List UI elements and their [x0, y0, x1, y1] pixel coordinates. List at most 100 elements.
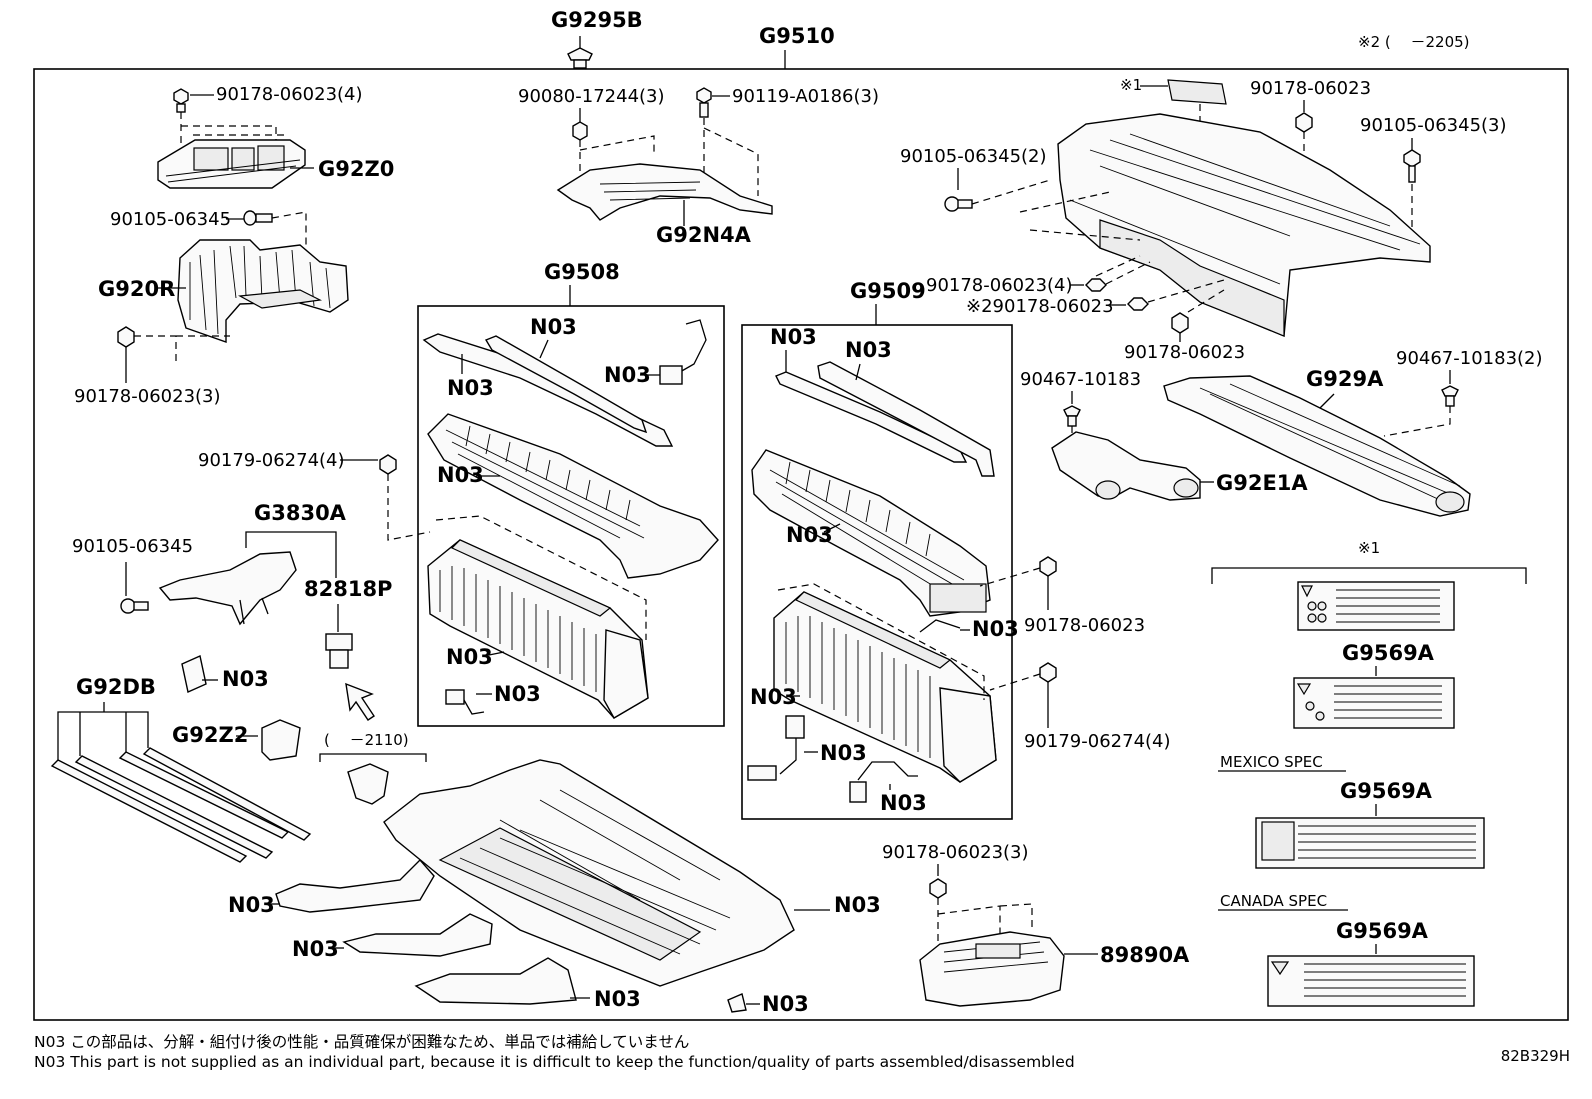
label-g9569a[interactable]: G9569A	[1336, 919, 1429, 943]
nut-icon	[572, 121, 588, 141]
g9295b-clip-icon	[567, 36, 593, 69]
label-n03[interactable]: N03	[770, 325, 817, 349]
label-g920r[interactable]: G920R	[98, 277, 175, 301]
label-n03[interactable]: N03	[820, 741, 867, 765]
g929a-duct	[1163, 375, 1471, 517]
label-82818p[interactable]: 82818P	[304, 577, 392, 601]
n03-bracket-1	[275, 858, 435, 913]
bolt-icon	[696, 87, 712, 118]
label-g3830a[interactable]: G3830A	[254, 501, 347, 525]
battery-module-stack	[427, 539, 649, 719]
clip-2110	[347, 763, 389, 805]
battery-upper-cover	[1057, 113, 1431, 338]
n03-clip-bottom	[727, 993, 747, 1013]
battery-holder-frame-2	[751, 449, 991, 617]
caution-label-mexico	[1255, 817, 1485, 869]
label-89890a[interactable]: 89890A	[1100, 943, 1190, 967]
n03-bracket-2	[342, 913, 493, 957]
label-90178-06023-top[interactable]: 90178-06023	[1250, 78, 1371, 99]
label-n03[interactable]: N03	[222, 667, 269, 691]
label-canada-spec: CANADA SPEC	[1220, 892, 1327, 910]
label-n03[interactable]: N03	[530, 315, 577, 339]
label-g92n4a[interactable]: G92N4A	[656, 223, 752, 247]
label-n03[interactable]: N03	[786, 523, 833, 547]
label-mark1-group: ※1	[1358, 539, 1380, 557]
label-n03[interactable]: N03	[292, 937, 339, 961]
label-90178-06023-4b[interactable]: 90178-06023(4)	[926, 275, 1073, 296]
label-n03[interactable]: N03	[845, 338, 892, 362]
screw-icon	[1403, 149, 1421, 183]
label-g9569a[interactable]: G9569A	[1342, 641, 1435, 665]
label-n03[interactable]: N03	[762, 992, 809, 1016]
footnote-japanese: N03 この部品は、分解・組付け後の性能・品質確保が困難なため、単品では補給して…	[34, 1033, 690, 1051]
label-90119-a0186-3[interactable]: 90119-A0186(3)	[732, 86, 879, 107]
label-n03[interactable]: N03	[750, 685, 797, 709]
label-90178-06023-right[interactable]: 90178-06023	[1024, 615, 1145, 636]
label-n03[interactable]: N03	[880, 791, 927, 815]
clip-icon	[1063, 405, 1081, 427]
n03-clip-left	[181, 655, 207, 693]
label-period-2110: ( －2110)	[324, 731, 409, 749]
label-90467-10183[interactable]: 90467-10183	[1020, 369, 1141, 390]
label-g92z2[interactable]: G92Z2	[172, 723, 248, 747]
caution-label-2	[1293, 677, 1455, 729]
label-n03[interactable]: N03	[834, 893, 881, 917]
footnote-english: N03 This part is not supplied as an indi…	[34, 1053, 1075, 1071]
label-mark2-90178-06023[interactable]: ※290178-06023	[966, 296, 1114, 317]
nut-icon	[379, 454, 397, 475]
sensor-n03	[445, 689, 485, 715]
label-n03[interactable]: N03	[228, 893, 275, 917]
label-90105-06345-2[interactable]: 90105-06345(2)	[900, 146, 1047, 167]
battery-module-stack-2	[773, 591, 997, 783]
label-90179-06274-4[interactable]: 90179-06274(4)	[198, 450, 345, 471]
label-90105-06345-b[interactable]: 90105-06345	[72, 536, 193, 557]
label-g92db[interactable]: G92DB	[76, 675, 156, 699]
label-90105-06345-3[interactable]: 90105-06345(3)	[1360, 115, 1507, 136]
label-n03[interactable]: N03	[446, 645, 493, 669]
g3830a-harness	[158, 551, 297, 626]
nut-icon	[1171, 312, 1189, 334]
nut-icon	[1295, 112, 1313, 133]
label-90179-06274-4-right[interactable]: 90179-06274(4)	[1024, 731, 1171, 752]
nut-icon	[929, 878, 947, 899]
label-mark1-top: ※1	[1120, 76, 1142, 94]
label-n03[interactable]: N03	[447, 376, 494, 400]
label-n03[interactable]: N03	[494, 682, 541, 706]
main-frame	[33, 68, 1569, 1021]
caution-label-1	[1297, 581, 1455, 631]
g92db-strips	[50, 747, 312, 863]
label-90178-06023-3[interactable]: 90178-06023(3)	[74, 386, 221, 407]
screw-icon	[120, 598, 149, 614]
diagram-code: 82B329H	[1500, 1047, 1570, 1065]
battery-holder-frame	[427, 413, 719, 579]
label-g9508[interactable]: G9508	[544, 260, 620, 284]
n03-bracket-3	[414, 957, 577, 1005]
label-n03[interactable]: N03	[972, 617, 1019, 641]
bus-bar-upper-2	[775, 361, 995, 477]
label-g9569a[interactable]: G9569A	[1340, 779, 1433, 803]
harness-n03-2	[747, 715, 805, 781]
label-90178-06023-4[interactable]: 90178-06023(4)	[216, 84, 363, 105]
bolt-icon	[173, 88, 189, 113]
screw-icon	[243, 210, 273, 226]
battery-lower-tray	[383, 759, 795, 987]
label-g92e1a[interactable]: G92E1A	[1216, 471, 1308, 495]
label-90080-17244-3[interactable]: 90080-17244(3)	[518, 86, 665, 107]
nut-icon	[1127, 297, 1149, 311]
label-90467-10183-2[interactable]: 90467-10183(2)	[1396, 348, 1543, 369]
label-g9509[interactable]: G9509	[850, 279, 926, 303]
label-90178-06023-3-bottom[interactable]: 90178-06023(3)	[882, 842, 1029, 863]
label-n03[interactable]: N03	[594, 987, 641, 1011]
clip-icon	[1441, 385, 1459, 407]
label-n03[interactable]: N03	[437, 463, 484, 487]
label-g929a[interactable]: G929A	[1306, 367, 1384, 391]
label-90178-06023-bottom[interactable]: 90178-06023	[1124, 342, 1245, 363]
g9509-frame	[741, 324, 1013, 820]
nut-icon	[1039, 556, 1057, 577]
label-g92z0[interactable]: G92Z0	[318, 157, 394, 181]
label-90105-06345-a[interactable]: 90105-06345	[110, 209, 231, 230]
g92e1a-duct	[1051, 431, 1201, 501]
label-g9510[interactable]: G9510	[759, 24, 835, 48]
label-g9295b[interactable]: G9295B	[551, 8, 643, 32]
